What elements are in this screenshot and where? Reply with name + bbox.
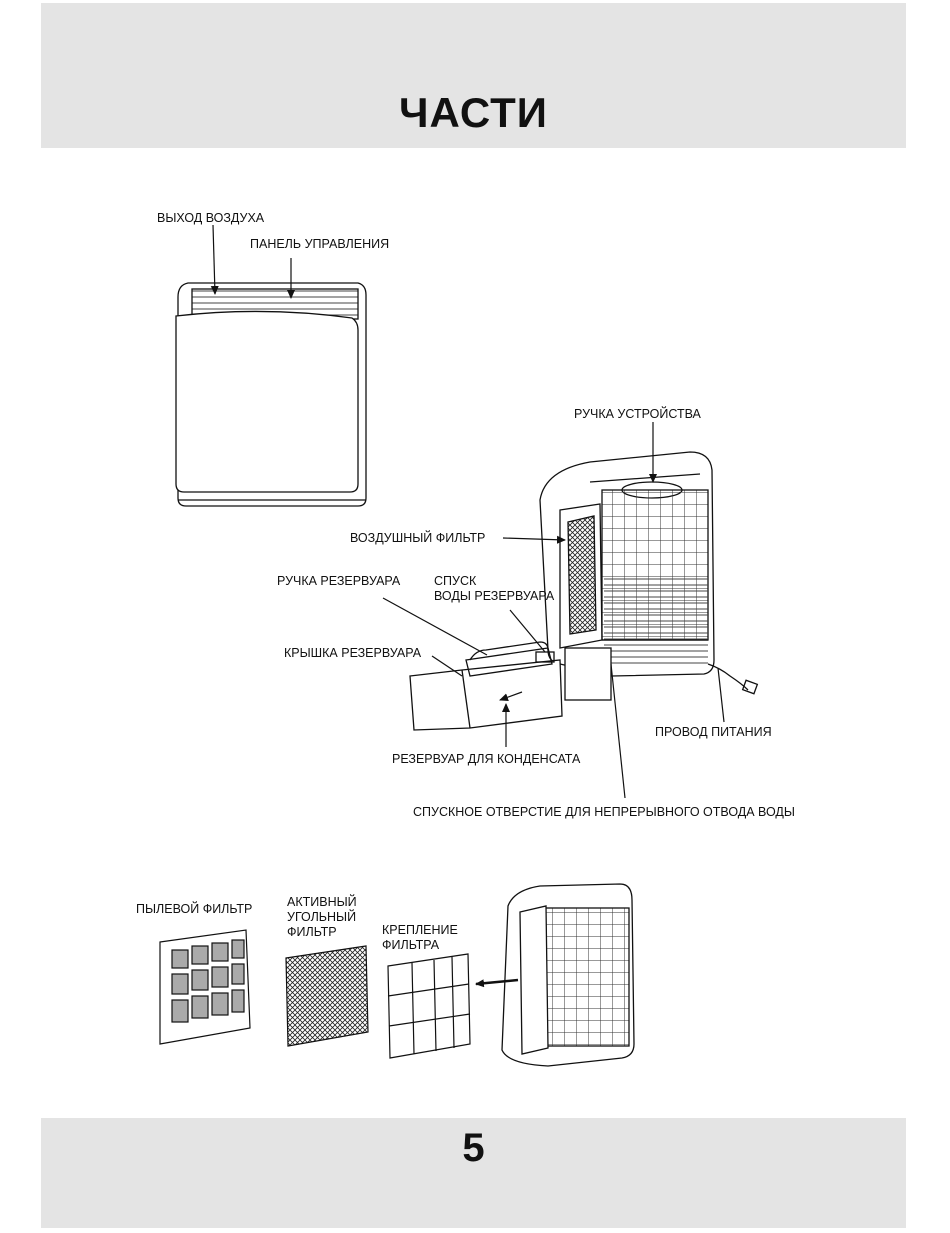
dust-filter-drawing <box>160 930 250 1044</box>
unit-rear-view <box>540 452 757 700</box>
label-filter-mount: КРЕПЛЕНИЕ ФИЛЬТРА <box>382 923 458 953</box>
label-dust-filter: ПЫЛЕВОЙ ФИЛЬТР <box>136 902 252 917</box>
condensate-tank-drawing <box>410 642 562 730</box>
label-power-cord: ПРОВОД ПИТАНИЯ <box>655 725 772 740</box>
page-number: 5 <box>41 1126 906 1171</box>
footer-band: 5 <box>41 1118 906 1228</box>
label-continuous-drain: СПУСКНОЕ ОТВЕРСТИЕ ДЛЯ НЕПРЕРЫВНОГО ОТВО… <box>413 805 795 820</box>
label-condensate-tank: РЕЗЕРВУАР ДЛЯ КОНДЕНСАТА <box>392 752 580 767</box>
unit-front-view <box>176 283 366 506</box>
label-air-outlet: ВЫХОД ВОЗДУХА <box>157 211 264 226</box>
filter-mount-drawing <box>388 954 470 1058</box>
label-control-panel: ПАНЕЛЬ УПРАВЛЕНИЯ <box>250 237 389 252</box>
label-unit-handle: РУЧКА УСТРОЙСТВА <box>574 407 701 422</box>
line-power-cord <box>718 668 724 722</box>
unit-side-view <box>502 884 634 1066</box>
label-carbon-filter: АКТИВНЫЙ УГОЛЬНЫЙ ФИЛЬТР <box>287 895 357 940</box>
carbon-filter-drawing <box>286 946 368 1046</box>
label-tank-drain: СПУСК ВОДЫ РЕЗЕРВУАРА <box>434 574 554 604</box>
label-tank-handle: РУЧКА РЕЗЕРВУАРА <box>277 574 400 589</box>
label-air-filter: ВОЗДУШНЫЙ ФИЛЬТР <box>350 531 485 546</box>
line-continuous-drain <box>611 664 625 798</box>
label-tank-cover: КРЫШКА РЕЗЕРВУАРА <box>284 646 421 661</box>
